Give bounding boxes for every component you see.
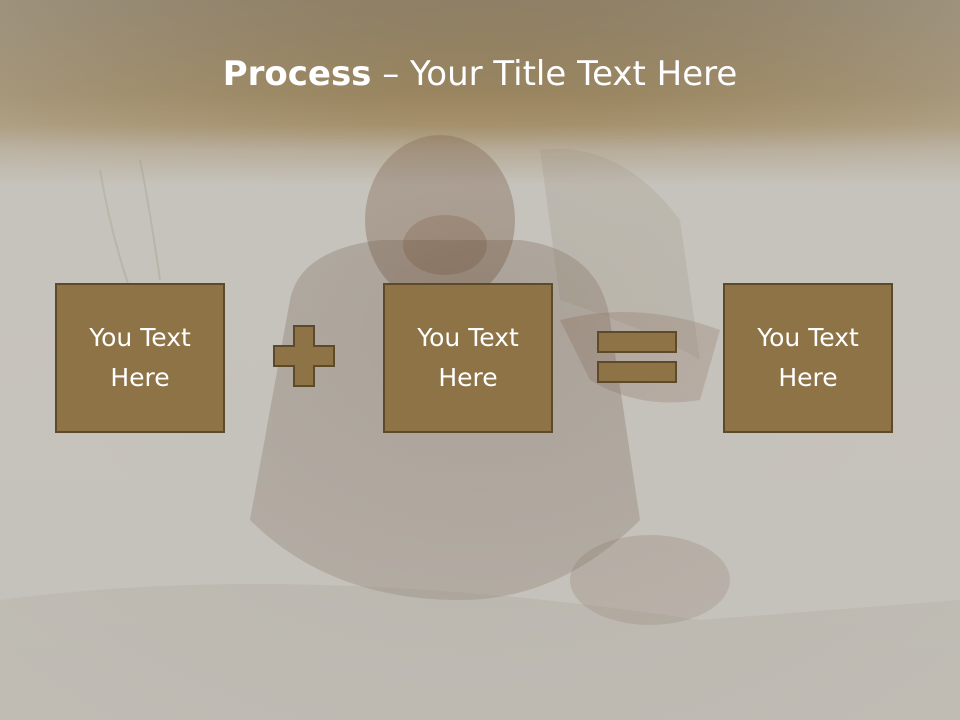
plus-icon <box>273 325 335 387</box>
title-bold: Process <box>222 54 372 94</box>
process-box-1-text: You Text Here <box>89 323 191 392</box>
process-box-3-text: You Text Here <box>757 323 859 392</box>
slide-title: Process – Your Title Text Here <box>0 52 960 96</box>
process-box-1[interactable]: You Text Here <box>55 283 225 433</box>
process-box-2-text: You Text Here <box>417 323 519 392</box>
process-box-2[interactable]: You Text Here <box>383 283 553 433</box>
equals-icon <box>597 331 677 383</box>
title-rest: – Your Title Text Here <box>371 54 738 94</box>
process-box-3[interactable]: You Text Here <box>723 283 893 433</box>
